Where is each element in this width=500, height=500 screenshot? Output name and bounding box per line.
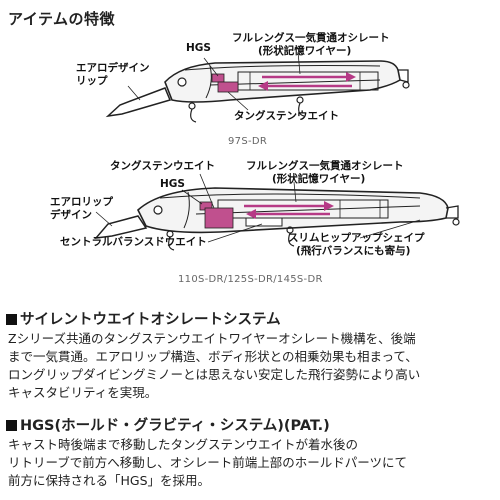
body-line: ロングリップダイビングミノーとは思えない安定した飛行姿勢により高い (8, 367, 421, 382)
callout-hip-line2: (飛行バランスにも寄与) (296, 245, 411, 257)
lure-97s-illustration (105, 51, 410, 123)
model-label-97s: 97S-DR (228, 136, 268, 147)
callout-hgs-2: HGS (160, 178, 185, 190)
callout-wire-line2: (形状記憶ワイヤー) (258, 45, 352, 57)
body-line: Zシリーズ共通のタングステンウエイトワイヤーオシレート機構を、後端 (8, 331, 416, 346)
callout-aero-line1: エアロデザイン (76, 62, 150, 74)
body-line: まで一気貫通。エアロリップ構造、ボディ形状との相乗効果も相まって、 (8, 349, 418, 364)
section-hgs-body: キャスト時後端まで移動したタングステンウエイトが着水後の リトリーブで前方へ移動… (8, 436, 498, 490)
callout-aero-lip-2: エアロリップ デザイン (50, 196, 113, 222)
section-silent-weight-body: Zシリーズ共通のタングステンウエイトワイヤーオシレート機構を、後端 まで一気貫通… (8, 330, 498, 402)
callout-tungsten-weight-2: タングステンウエイト (110, 160, 215, 172)
square-bullet-icon (6, 314, 17, 325)
callout-aero2-line1: エアロリップ (50, 196, 113, 208)
callout-hgs: HGS (186, 42, 211, 54)
callout-full-length-wire: フルレングス一気貫通オシレート (形状記憶ワイヤー) (232, 32, 390, 58)
callout-slim-hip-up: スリムヒップアップシェイプ (飛行バランスにも寄与) (288, 232, 425, 258)
callout-aero2-line2: デザイン (50, 209, 92, 221)
page-heading: アイテムの特徴 (8, 10, 116, 28)
body-line: 前方に保持される「HGS」を採用。 (8, 473, 211, 488)
body-line: リトリーブで前方へ移動し、オシレート前端上部のホールドパーツにて (8, 455, 408, 470)
square-bullet-icon (6, 420, 17, 431)
callout-wire2-line2: (形状記憶ワイヤー) (272, 173, 366, 185)
callout-hip-line1: スリムヒップアップシェイプ (288, 232, 425, 244)
section-silent-weight-title: サイレントウエイトオシレートシステム (6, 308, 281, 329)
callout-wire-line1: フルレングス一気貫通オシレート (232, 32, 390, 44)
section-hgs-title: HGS(ホールド・グラビティ・システム)(PAT.) (6, 414, 330, 435)
model-label-110s: 110S-DR/125S-DR/145S-DR (178, 274, 323, 285)
callout-wire2-line1: フルレングス一気貫通オシレート (246, 160, 404, 172)
section1-title-text: サイレントウエイトオシレートシステム (20, 312, 281, 328)
callout-tungsten-weight: タングステンウエイト (234, 110, 339, 122)
section2-title-text: HGS(ホールド・グラビティ・システム)(PAT.) (20, 418, 330, 434)
callout-aero-lip: エアロデザイン リップ (76, 62, 150, 88)
callout-full-length-wire-2: フルレングス一気貫通オシレート (形状記憶ワイヤー) (246, 160, 404, 186)
lure-diagram-110s-145s: タングステンウエイト フルレングス一気貫通オシレート (形状記憶ワイヤー) HG… (0, 160, 500, 295)
body-line: キャスタビリティを実現。 (8, 385, 158, 400)
lure-diagram-97s: HGS フルレングス一気貫通オシレート (形状記憶ワイヤー) エアロデザイン リ… (0, 30, 500, 160)
callout-aero-line2: リップ (76, 75, 108, 87)
lure-110s-illustration (94, 173, 460, 251)
callout-central-balanced-weight: セントラルバランスドウエイト (60, 236, 207, 248)
body-line: キャスト時後端まで移動したタングステンウエイトが着水後の (8, 437, 359, 452)
